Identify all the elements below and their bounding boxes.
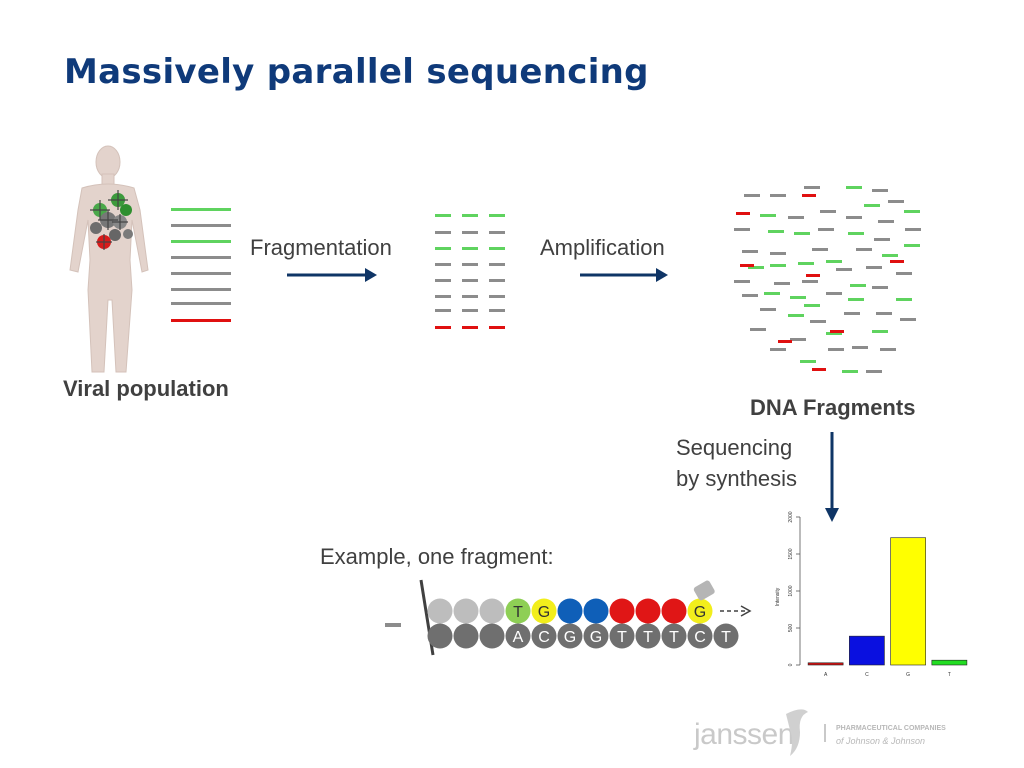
top-nucleotide-letter: T xyxy=(513,604,523,621)
top-nucleotide xyxy=(661,598,687,624)
janssen-logo: janssen PHARMACEUTICAL COMPANIES of John… xyxy=(693,709,946,756)
bottom-nucleotide xyxy=(479,623,505,649)
bottom-nucleotide: A xyxy=(505,623,531,649)
bottom-nucleotide: C xyxy=(687,623,713,649)
bottom-nucleotide: T xyxy=(635,623,661,649)
y-tick-label: 1500 xyxy=(788,548,794,559)
chart-bars xyxy=(807,537,968,666)
top-nucleotide xyxy=(609,598,635,624)
nucleotide-cap xyxy=(693,580,715,601)
top-nucleotide xyxy=(635,598,661,624)
bottom-nucleotide-letter: C xyxy=(538,629,550,646)
top-nucleotide-letter: G xyxy=(538,604,550,621)
fragmented-strands xyxy=(435,214,505,329)
bottom-nucleotide: T xyxy=(713,623,739,649)
bottom-nucleotide: G xyxy=(557,623,583,649)
x-tick-label: G xyxy=(906,672,910,678)
x-tick-label: T xyxy=(948,672,951,678)
bar-C xyxy=(849,635,885,666)
bottom-nucleotide: T xyxy=(609,623,635,649)
logo-swoosh-icon xyxy=(786,709,808,756)
chart-y-axis: 0 500 1000 1500 2000 xyxy=(788,511,801,666)
chart-y-label: Intensity xyxy=(775,587,781,606)
y-tick-label: 0 xyxy=(788,663,794,666)
logo-tagline-1: PHARMACEUTICAL COMPANIES xyxy=(836,725,946,732)
sequencing-label-line1: Sequencing xyxy=(676,435,793,460)
fragmentation-arrow xyxy=(287,268,377,282)
bottom-nucleotide xyxy=(453,623,479,649)
top-nucleotide xyxy=(583,598,609,624)
virus-cluster xyxy=(90,190,133,250)
top-nucleotide xyxy=(453,598,479,624)
dna-fragments-label: DNA Fragments xyxy=(750,395,916,420)
page-title: Massively parallel sequencing xyxy=(64,52,649,92)
logo-tagline-2: of Johnson & Johnson xyxy=(836,736,925,746)
bottom-nucleotide-letter: G xyxy=(564,629,576,646)
y-tick-label: 2000 xyxy=(788,511,794,522)
bottom-nucleotide-letter: T xyxy=(669,629,679,646)
logo-brand: janssen xyxy=(693,718,794,751)
top-nucleotide: T xyxy=(505,598,531,624)
bottom-nucleotide: C xyxy=(531,623,557,649)
viral-population-label: Viral population xyxy=(63,376,229,401)
bottom-nucleotide-letter: A xyxy=(513,629,524,646)
y-tick-label: 500 xyxy=(788,624,794,633)
sequencing-arrow xyxy=(825,432,839,522)
sequencing-label: Sequencing by synthesis xyxy=(676,432,797,494)
y-tick-label: 1000 xyxy=(788,585,794,596)
extension-arrow xyxy=(720,605,752,617)
bar-T xyxy=(931,659,968,666)
bottom-nucleotide: G xyxy=(583,623,609,649)
top-nucleotide: G xyxy=(531,598,557,624)
logo-divider xyxy=(824,724,826,742)
bar-G xyxy=(890,537,926,666)
bottom-nucleotide xyxy=(427,623,453,649)
amplification-label: Amplification xyxy=(540,235,665,260)
bottom-nucleotide-letter: T xyxy=(643,629,653,646)
top-nucleotide-letter: G xyxy=(694,604,706,621)
bottom-nucleotide-letter: T xyxy=(721,629,731,646)
top-nucleotide xyxy=(479,598,505,624)
top-nucleotide xyxy=(557,598,583,624)
amplified-fragments xyxy=(734,186,921,373)
x-tick-label: C xyxy=(865,672,869,678)
sequencing-label-line2: by synthesis xyxy=(676,466,798,491)
amplification-arrow xyxy=(580,268,668,282)
top-nucleotide xyxy=(427,598,453,624)
intensity-bar-chart: 0 500 1000 1500 2000 A C G T Intensity xyxy=(775,511,968,678)
bottom-nucleotide: T xyxy=(661,623,687,649)
viral-strands xyxy=(171,208,231,322)
top-nucleotide: G xyxy=(687,598,713,624)
fragmentation-label: Fragmentation xyxy=(250,235,392,260)
bottom-nucleotide-letter: T xyxy=(617,629,627,646)
bottom-nucleotide-letter: C xyxy=(694,629,706,646)
bottom-nucleotide-letter: G xyxy=(590,629,602,646)
bar-A xyxy=(807,662,844,666)
x-tick-label: A xyxy=(824,672,828,678)
example-label: Example, one fragment: xyxy=(320,544,554,569)
primer-dash xyxy=(385,623,401,627)
human-figure-illustration xyxy=(69,145,149,373)
